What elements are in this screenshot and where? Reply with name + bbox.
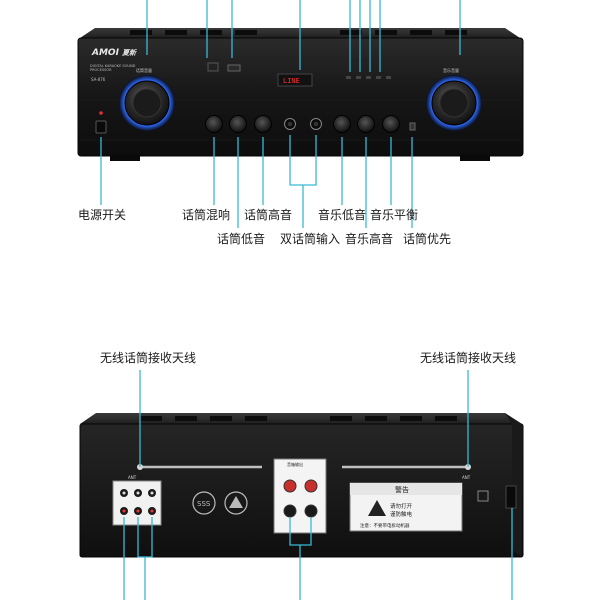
- callout-mic-priority: 话筒优先: [403, 232, 452, 246]
- callout-dual-mic-input: 双话筒输入: [280, 232, 341, 246]
- callout-mic-echo: 话筒混响: [182, 208, 231, 222]
- warning-line-2: 谨防触电: [390, 510, 413, 518]
- callout-music-treble: 音乐高音: [345, 232, 394, 246]
- warning-note: 注意：不要带电拆动机器: [360, 522, 410, 529]
- brand-logo: AMOI 夏新: [92, 48, 137, 58]
- callout-music-balance: 音乐平衡: [370, 208, 419, 222]
- warning-line-1: 请勿打开: [390, 502, 413, 510]
- callout-mic-bass: 话筒低音: [217, 232, 266, 246]
- display-text: LINE: [283, 77, 300, 85]
- front-panel: LINE: [77, 0, 524, 228]
- callout-mic-treble: 话筒高音: [244, 208, 293, 222]
- speaker-output-label: 音箱输出: [287, 461, 303, 467]
- knob-right-label: 音乐音量: [443, 68, 459, 73]
- svg-text:SSS: SSS: [197, 500, 211, 508]
- knob-left-label: 话筒音量: [136, 68, 152, 73]
- callout-antenna-right: 无线话筒接收天线: [420, 351, 517, 365]
- ant-label-right: ANT: [462, 475, 471, 480]
- callout-antenna-left: 无线话筒接收天线: [100, 351, 197, 365]
- callout-power-switch: 电源开关: [78, 208, 127, 222]
- brand-subtitle: DIGITAL KARAOKE SOUND PROCESSOR: [90, 64, 136, 72]
- ant-label-left: ANT: [128, 475, 137, 480]
- callout-music-bass: 音乐低音: [318, 208, 367, 222]
- back-panel: SSS 音箱输出 警告 请勿打开 谨防触电 注意：不要带电拆动机器 ANT AN…: [79, 370, 524, 600]
- warning-title: 警告: [395, 485, 409, 494]
- model-number: SA-876: [91, 77, 106, 82]
